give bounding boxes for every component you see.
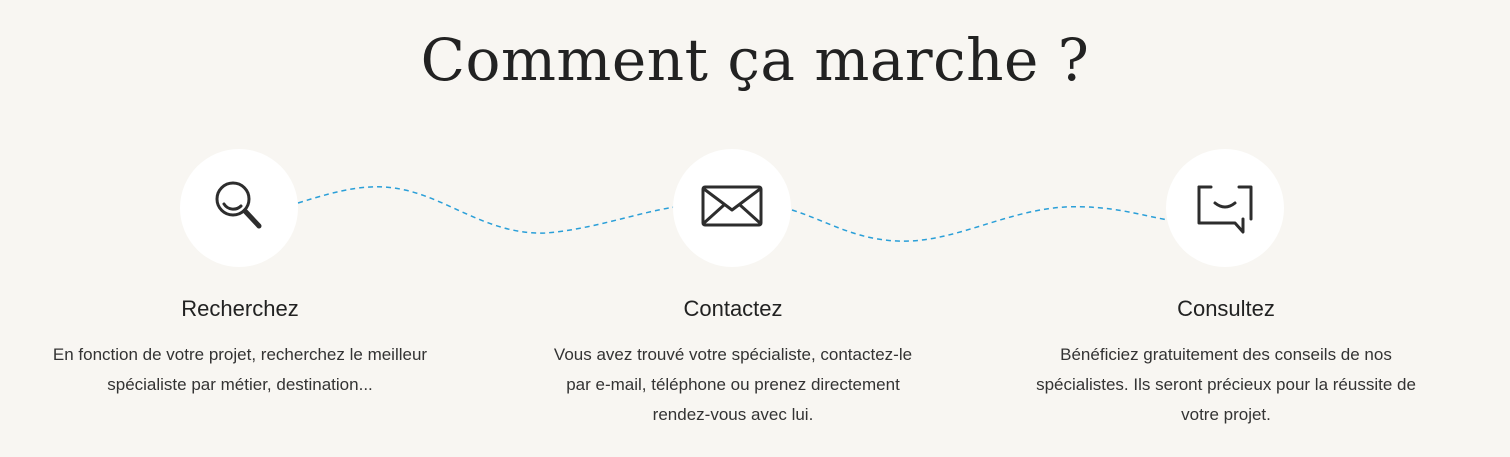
- section-title: Comment ça marche ?: [420, 26, 1090, 94]
- step-title-contactez: Contactez: [683, 296, 783, 321]
- step-icon-circle-search: [180, 149, 298, 267]
- step-description-consultez: Bénéficiez gratuitement des conseils de …: [1036, 345, 1416, 424]
- step-title-consultez: Consultez: [1177, 296, 1275, 321]
- step-description-contactez: Vous avez trouvé votre spécialiste, cont…: [553, 345, 913, 424]
- chat-bubble-icon: [1193, 174, 1257, 243]
- step-icon-circle-envelope: [673, 149, 791, 267]
- search-icon: [207, 174, 271, 243]
- step-icon-circle-chat: [1166, 149, 1284, 267]
- step-title-recherchez: Recherchez: [181, 296, 299, 321]
- envelope-icon: [700, 174, 764, 243]
- step-description-recherchez: En fonction de votre projet, recherchez …: [52, 345, 428, 394]
